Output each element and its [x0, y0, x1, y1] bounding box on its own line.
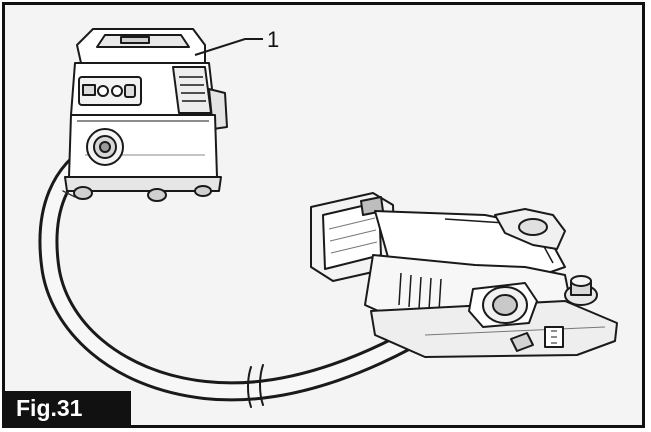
vacuum-and-planer-illustration: 1: [38, 27, 618, 408]
planer-tool: [310, 192, 618, 358]
figure-label: Fig.31: [5, 391, 131, 425]
callout-number-1: 1: [267, 27, 279, 52]
dust-extractor: [64, 28, 228, 202]
figure-frame: 1 Fig.31: [2, 2, 645, 428]
callout-leader-line: [194, 38, 263, 56]
